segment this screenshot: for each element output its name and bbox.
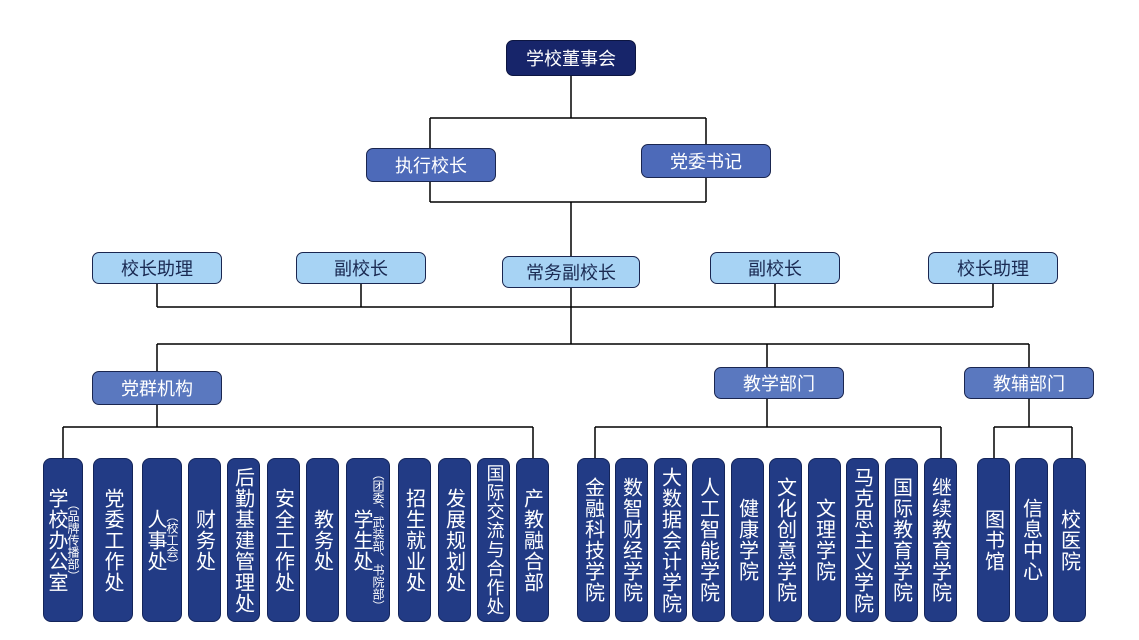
vice-row-box-assistant-left: 校长助理 (92, 252, 222, 284)
vice-row-label: 副校长 (334, 259, 388, 280)
vice-row-label: 常务副校长 (526, 263, 616, 284)
dept-box: 健康学院 (731, 458, 764, 622)
dept-box: 校医院 (1053, 458, 1086, 622)
dept-box: 国际交流与合作处 (477, 458, 510, 622)
dept-name: 大数据会计学院 (658, 466, 683, 614)
dept-box: 金融科技学院 (577, 458, 610, 622)
vice-row-box-vice-left: 副校长 (296, 252, 426, 284)
board-of-directors-label: 学校董事会 (526, 49, 616, 70)
dept-name: 人事处 (144, 508, 168, 572)
vice-row-box-vice-right: 副校长 (710, 252, 840, 284)
dept-name: 数智财经学院 (619, 477, 644, 603)
group-teaching-box: 教学部门 (714, 367, 844, 399)
vice-row-box-assistant-right: 校长助理 (928, 252, 1058, 284)
vice-row-box-executive-vice: 常务副校长 (502, 256, 640, 288)
vice-row-label: 校长助理 (957, 259, 1029, 280)
dept-subname: （品牌传播部） (66, 498, 80, 582)
dept-box: 后勤基建管理处 (227, 458, 260, 622)
dept-box: 人事处 （校工会） (142, 458, 182, 622)
dept-name: 学生处 (350, 508, 374, 572)
executive-principal-box: 执行校长 (366, 148, 496, 182)
dept-box: 学生处 （团委、武装部、书院部） (346, 458, 390, 622)
dept-name: 文理学院 (812, 498, 837, 582)
dept-name: 后勤基建管理处 (231, 466, 256, 614)
dept-name: 教务处 (310, 508, 335, 572)
dept-name: 继续教育学院 (928, 477, 953, 603)
dept-box: 文理学院 (808, 458, 841, 622)
executive-principal-label: 执行校长 (395, 156, 467, 177)
dept-box: 数智财经学院 (615, 458, 648, 622)
dept-box: 学校办公室 （品牌传播部） (43, 458, 83, 622)
dept-name: 党委工作处 (101, 487, 125, 593)
group-label: 教辅部门 (993, 374, 1065, 395)
dept-box: 国际教育学院 (885, 458, 918, 622)
dept-name: 信息中心 (1019, 498, 1044, 582)
dept-name: 国际教育学院 (889, 477, 914, 603)
dept-box: 继续教育学院 (924, 458, 957, 622)
dept-name: 马克思主义学院 (850, 466, 875, 614)
dept-name: 文化创意学院 (773, 477, 798, 603)
dept-name: 健康学院 (735, 498, 760, 582)
dept-name: 图书馆 (981, 508, 1006, 572)
dept-box: 信息中心 (1015, 458, 1048, 622)
dept-box: 党委工作处 (93, 458, 133, 622)
dept-name: 产教融合部 (520, 487, 545, 593)
dept-box: 马克思主义学院 (846, 458, 879, 622)
dept-subname: （团委、武装部、书院部） (371, 468, 385, 612)
dept-box: 人工智能学院 (692, 458, 725, 622)
dept-name: 学校办公室 (45, 487, 69, 593)
group-label: 党群机构 (121, 379, 193, 400)
dept-name: 校医院 (1057, 508, 1082, 572)
vice-row-label: 副校长 (748, 259, 802, 280)
dept-box: 文化创意学院 (769, 458, 802, 622)
vice-row-label: 校长助理 (121, 259, 193, 280)
dept-box: 招生就业处 (398, 458, 431, 622)
dept-name: 安全工作处 (271, 487, 296, 593)
group-support-box: 教辅部门 (964, 367, 1094, 399)
party-secretary-box: 党委书记 (641, 144, 771, 178)
dept-box: 教务处 (306, 458, 339, 622)
dept-box: 大数据会计学院 (654, 458, 687, 622)
dept-name: 财务处 (192, 508, 217, 572)
dept-box: 图书馆 (977, 458, 1010, 622)
dept-name: 人工智能学院 (696, 477, 721, 603)
group-label: 教学部门 (743, 374, 815, 395)
dept-name: 金融科技学院 (581, 477, 606, 603)
party-secretary-label: 党委书记 (670, 152, 742, 173)
dept-box: 财务处 (188, 458, 221, 622)
dept-box: 发展规划处 (438, 458, 471, 622)
dept-box: 产教融合部 (516, 458, 549, 622)
dept-name: 招生就业处 (402, 487, 427, 593)
board-of-directors-box: 学校董事会 (506, 40, 636, 76)
dept-name: 发展规划处 (442, 487, 467, 593)
dept-box: 安全工作处 (267, 458, 300, 622)
group-party-box: 党群机构 (92, 371, 222, 405)
dept-subname: （校工会） (165, 510, 179, 570)
dept-name: 国际交流与合作处 (483, 464, 505, 616)
